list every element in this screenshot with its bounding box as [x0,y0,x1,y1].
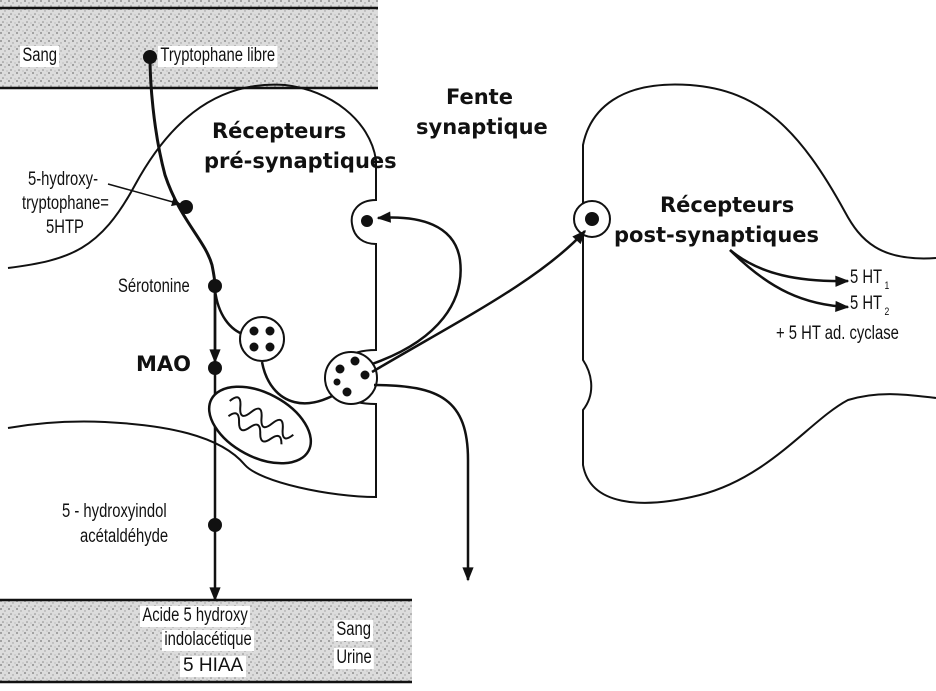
serotonine-label: Sérotonine [118,277,190,298]
postsynaptic-receptors-title-2: post-synaptiques [614,224,819,247]
presynaptic-receptors-title-1: Récepteurs [212,120,346,143]
presynaptic-receptor-dot [361,215,373,227]
aldehyde-label-2: acétaldéhyde [80,527,168,548]
top-sang-label: Sang [20,46,59,67]
blood-band-top [0,0,378,88]
aldehyde-node [208,518,222,532]
bottom-urine-label: Urine [334,648,374,669]
5hiaa-label-2: indolacétique [162,630,254,651]
cleft-label-1: Fente [446,86,513,109]
cleft-label-2: synaptique [416,116,548,139]
mao-label: MAO [136,353,191,376]
postsynaptic-receptor-dot [585,212,599,226]
presynaptic-receptors-title-2: pré-synaptiques [204,150,397,173]
5htp-label-2: tryptophane= [22,194,109,215]
serotonine-to-vesicle-line [215,290,245,335]
5htp-node [179,200,193,214]
5ht-adenylate-cyclase-label: + 5 HT ad. cyclase [776,324,899,345]
mao-node [208,361,222,375]
bottom-sang-label: Sang [334,620,373,641]
arrow-to-5ht2 [730,250,848,307]
5htp-label-1: 5-hydroxy- [28,170,98,191]
aldehyde-label-1: 5 - hydroxyindol [62,502,167,523]
release-vesicle [325,352,377,404]
5hiaa-label-3: 5 HIAA [180,656,246,677]
5htp-label-3: 5HTP [46,218,84,239]
5hiaa-label-1: Acide 5 hydroxy [140,606,250,627]
tryptophane-libre-label: Tryptophane libre [158,46,277,67]
tryptophan-node [143,50,157,64]
presynaptic-terminal-outline [8,85,376,497]
diffusion-arrow-down [374,385,468,580]
storage-vesicle [240,317,284,361]
postsynaptic-receptors-title-1: Récepteurs [660,194,794,217]
reuptake-arrow-to-presynaptic [372,217,461,364]
